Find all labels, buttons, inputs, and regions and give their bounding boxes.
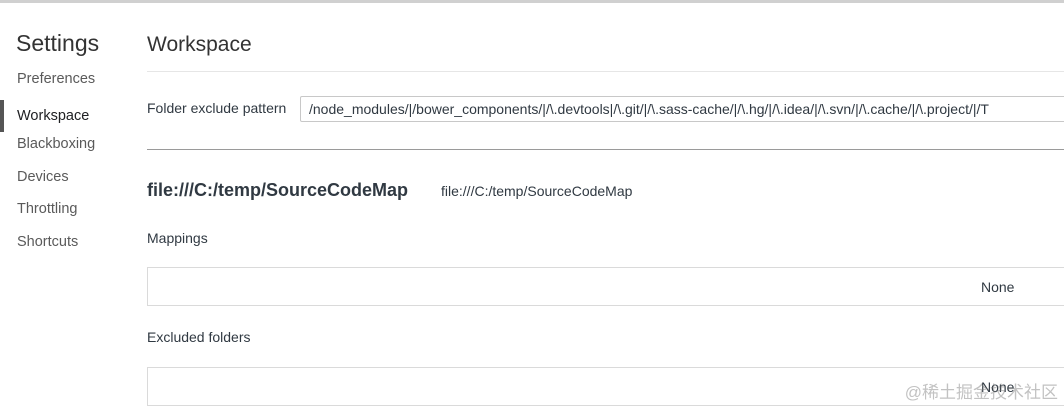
sidebar-item-throttling[interactable]: Throttling	[0, 197, 95, 230]
sidebar-item-workspace[interactable]: Workspace	[0, 99, 95, 133]
page-title: Workspace	[147, 33, 252, 56]
mappings-empty-text: None	[981, 279, 1015, 295]
sidebar-item-devices[interactable]: Devices	[0, 165, 95, 198]
settings-sidebar: Settings Preferences Workspace Blackboxi…	[0, 3, 130, 409]
section-divider	[147, 149, 1064, 150]
excluded-folders-label: Excluded folders	[147, 329, 251, 345]
file-system-title: file:///C:/temp/SourceCodeMap	[147, 180, 409, 200]
sidebar-item-shortcuts[interactable]: Shortcuts	[0, 230, 95, 263]
title-divider	[147, 71, 1064, 72]
mappings-label: Mappings	[147, 230, 208, 246]
excluded-folders-list[interactable]: None	[147, 367, 1064, 406]
sidebar-item-label: Workspace	[17, 107, 90, 124]
sidebar-item-blackboxing[interactable]: Blackboxing	[0, 132, 95, 165]
window-top-border	[0, 0, 1064, 3]
excluded-folders-empty-text: None	[981, 379, 1015, 395]
mappings-list[interactable]: None	[147, 267, 1064, 306]
workspace-panel: Workspace Folder exclude pattern file://…	[147, 3, 1064, 409]
file-system-path: file:///C:/temp/SourceCodeMap	[441, 183, 633, 199]
sidebar-item-label: Devices	[17, 168, 69, 185]
folder-exclude-label: Folder exclude pattern	[147, 100, 287, 116]
sidebar-item-label: Blackboxing	[17, 136, 96, 153]
sidebar-item-label: Throttling	[17, 201, 78, 218]
folder-exclude-input[interactable]	[300, 96, 1064, 122]
sidebar-item-label: Shortcuts	[17, 233, 79, 250]
sidebar-title: Settings	[16, 30, 100, 56]
sidebar-nav: Preferences Workspace Blackboxing Device…	[0, 67, 95, 263]
sidebar-item-preferences[interactable]: Preferences	[0, 67, 95, 100]
sidebar-item-label: Preferences	[17, 71, 96, 87]
